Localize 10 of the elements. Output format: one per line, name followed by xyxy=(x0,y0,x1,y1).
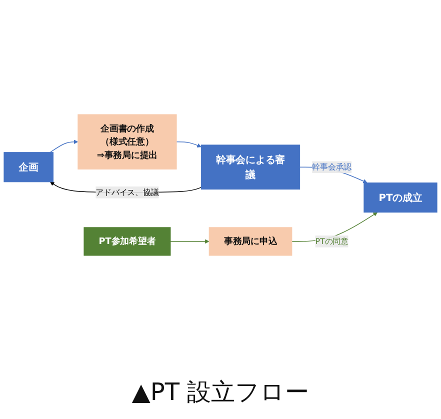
node-box: 事務局に申込 xyxy=(208,227,292,256)
node-box: PT参加希望者 xyxy=(84,227,171,256)
node-box: 企画書の作成（様式任意） ⇒事務局に提出 xyxy=(78,114,177,170)
arrow xyxy=(50,140,78,153)
node-box: 幹事会による審議 xyxy=(200,144,300,190)
arrow xyxy=(170,239,210,244)
node-box: PTの成立 xyxy=(364,182,438,213)
arrow xyxy=(176,141,202,148)
node-box: 企画 xyxy=(4,152,54,182)
caption: ▲PT 設立フロー xyxy=(132,377,310,408)
